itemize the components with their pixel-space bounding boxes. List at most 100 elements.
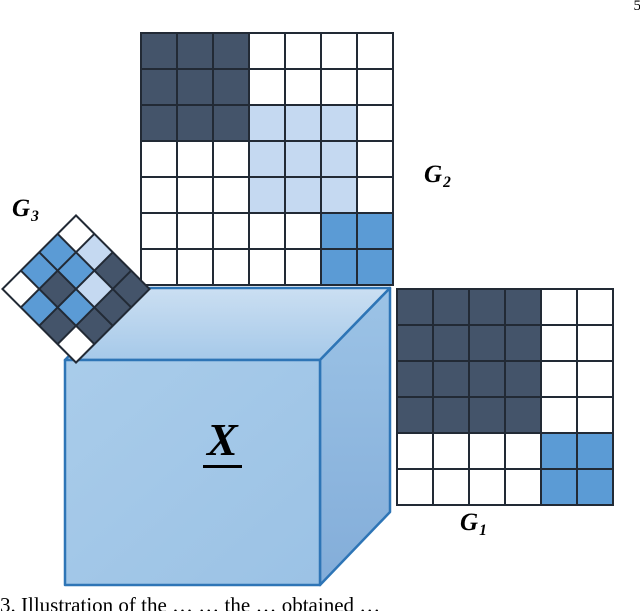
- label-g3: G3: [12, 196, 39, 225]
- matrix-cell: [506, 470, 540, 504]
- label-tensor-x: X: [203, 413, 242, 468]
- matrix-cell: [250, 214, 284, 248]
- matrix-cell: [250, 178, 284, 212]
- matrix-cell: [178, 214, 212, 248]
- matrix-cell: [398, 362, 432, 396]
- label-g3-base: G: [12, 195, 31, 222]
- matrix-cell: [322, 250, 356, 284]
- matrix-cell: [434, 362, 468, 396]
- matrix-cell: [250, 34, 284, 68]
- matrix-cell: [142, 214, 176, 248]
- matrix-cell: [434, 434, 468, 468]
- matrix-cell: [358, 178, 392, 212]
- matrix-cell: [142, 106, 176, 140]
- matrix-cell: [542, 434, 576, 468]
- matrix-cell: [322, 70, 356, 104]
- figure-caption: 3. Illustration of the … … the … obtaine…: [0, 593, 381, 611]
- matrix-cell: [286, 250, 320, 284]
- tensor-x-underlined: X: [203, 416, 242, 468]
- matrix-cell: [286, 178, 320, 212]
- matrix-cell: [470, 326, 504, 360]
- matrix-cell: [214, 214, 248, 248]
- matrix-cell: [358, 142, 392, 176]
- matrix-cell: [142, 34, 176, 68]
- matrix-cell: [542, 362, 576, 396]
- matrix-cell: [578, 470, 612, 504]
- matrix-cell: [434, 470, 468, 504]
- matrix-cell: [542, 398, 576, 432]
- page-corner-fragment: 5: [633, 0, 640, 14]
- matrix-cell: [250, 106, 284, 140]
- matrix-cell: [322, 34, 356, 68]
- label-g2: G2: [424, 162, 451, 191]
- matrix-cell: [398, 290, 432, 324]
- matrix-cell: [214, 106, 248, 140]
- matrix-cell: [358, 250, 392, 284]
- label-g2-base: G: [424, 161, 443, 188]
- matrix-cell: [178, 34, 212, 68]
- matrix-cell: [434, 290, 468, 324]
- matrix-cell: [398, 434, 432, 468]
- matrix-cell: [506, 326, 540, 360]
- matrix-cell: [470, 434, 504, 468]
- matrix-cell: [578, 290, 612, 324]
- matrix-cell: [470, 470, 504, 504]
- matrix-cell: [358, 214, 392, 248]
- matrix-cell: [142, 142, 176, 176]
- matrix-cell: [250, 70, 284, 104]
- matrix-cell: [470, 362, 504, 396]
- matrix-cell: [398, 470, 432, 504]
- matrix-cell: [322, 106, 356, 140]
- matrix-cell: [286, 214, 320, 248]
- matrix-cell: [214, 142, 248, 176]
- label-g1: G1: [460, 510, 487, 539]
- matrix-cell: [506, 398, 540, 432]
- matrix-cell: [506, 362, 540, 396]
- label-g2-sub: 2: [443, 174, 451, 192]
- matrix-cell: [214, 250, 248, 284]
- matrix-cell: [434, 326, 468, 360]
- matrix-cell: [178, 70, 212, 104]
- matrix-cell: [286, 142, 320, 176]
- matrix-cell: [398, 326, 432, 360]
- label-g3-sub: 3: [31, 208, 39, 226]
- matrix-cell: [358, 70, 392, 104]
- matrix-cell: [286, 70, 320, 104]
- matrix-cell: [214, 34, 248, 68]
- matrix-cell: [178, 178, 212, 212]
- matrix-g1: [396, 288, 614, 506]
- matrix-cell: [578, 326, 612, 360]
- matrix-cell: [434, 398, 468, 432]
- matrix-cell: [286, 34, 320, 68]
- matrix-cell: [142, 70, 176, 104]
- matrix-cell: [578, 362, 612, 396]
- matrix-cell: [578, 398, 612, 432]
- matrix-cell: [250, 250, 284, 284]
- matrix-cell: [578, 434, 612, 468]
- matrix-g2: [140, 32, 394, 286]
- matrix-cell: [286, 106, 320, 140]
- matrix-cell: [542, 326, 576, 360]
- matrix-cell: [142, 250, 176, 284]
- matrix-cell: [470, 398, 504, 432]
- matrix-cell: [250, 142, 284, 176]
- matrix-cell: [214, 70, 248, 104]
- matrix-cell: [358, 106, 392, 140]
- label-g1-sub: 1: [479, 522, 487, 540]
- matrix-cell: [178, 142, 212, 176]
- matrix-cell: [178, 250, 212, 284]
- matrix-cell: [506, 434, 540, 468]
- matrix-cell: [322, 178, 356, 212]
- cube-front-face: [63, 358, 322, 587]
- matrix-cell: [178, 106, 212, 140]
- matrix-cell: [506, 290, 540, 324]
- matrix-cell: [542, 290, 576, 324]
- matrix-cell: [322, 142, 356, 176]
- matrix-cell: [322, 214, 356, 248]
- matrix-cell: [470, 290, 504, 324]
- matrix-cell: [142, 178, 176, 212]
- matrix-cell: [542, 470, 576, 504]
- matrix-cell: [398, 398, 432, 432]
